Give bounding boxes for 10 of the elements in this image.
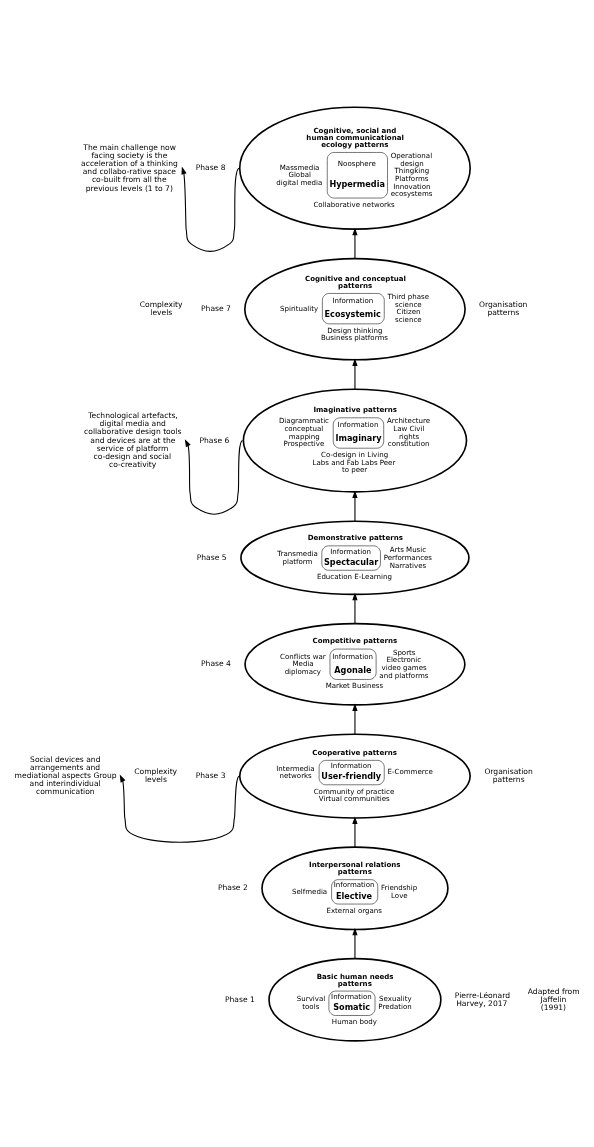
- arrow: [352, 357, 358, 390]
- arrow: [352, 227, 358, 259]
- arrow: [352, 927, 358, 959]
- arrow: [352, 489, 358, 522]
- arrow: [352, 702, 358, 735]
- arrow: [119, 774, 240, 843]
- arrow: [352, 592, 358, 624]
- arrow: [181, 166, 240, 252]
- arrow: [184, 438, 244, 515]
- arrow: [352, 815, 358, 848]
